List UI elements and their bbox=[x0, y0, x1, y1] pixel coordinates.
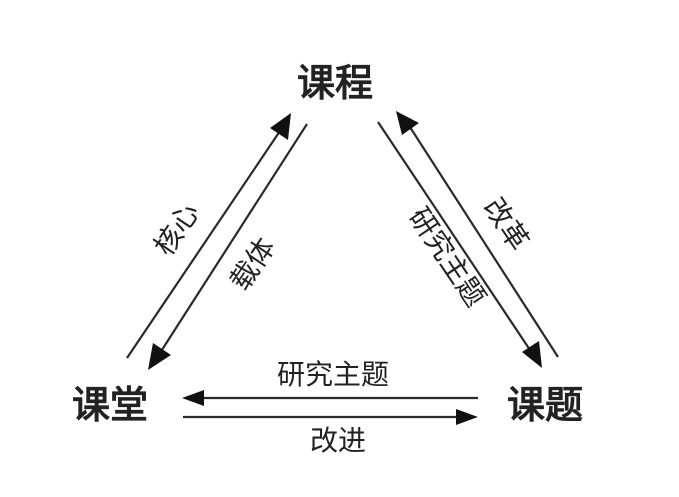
edge-label-reform: 改革 bbox=[477, 192, 536, 257]
node-research-topic: 课题 bbox=[507, 383, 583, 427]
arrow-course-to-classroom-head bbox=[148, 343, 171, 370]
arrow-classroom-to-course bbox=[126, 127, 283, 359]
node-classroom: 课堂 bbox=[72, 383, 148, 427]
edge-label-research-topic-diagonal: 研究主题 bbox=[402, 202, 492, 313]
arrow-research-to-classroom-head bbox=[182, 390, 204, 406]
edge-label-improve: 改进 bbox=[310, 424, 366, 457]
arrow-course-to-research-head bbox=[522, 341, 542, 368]
arrow-course-to-classroom bbox=[157, 123, 308, 357]
edge-label-research-topic-horizontal: 研究主题 bbox=[277, 358, 389, 391]
node-course: 课程 bbox=[297, 61, 373, 105]
arrow-classroom-to-research-head bbox=[456, 409, 478, 425]
arrow-research-to-course-head bbox=[396, 111, 419, 135]
arrow-course-to-research bbox=[377, 121, 533, 354]
arrow-research-to-course bbox=[407, 123, 559, 358]
arrow-classroom-to-course-head bbox=[270, 113, 291, 140]
